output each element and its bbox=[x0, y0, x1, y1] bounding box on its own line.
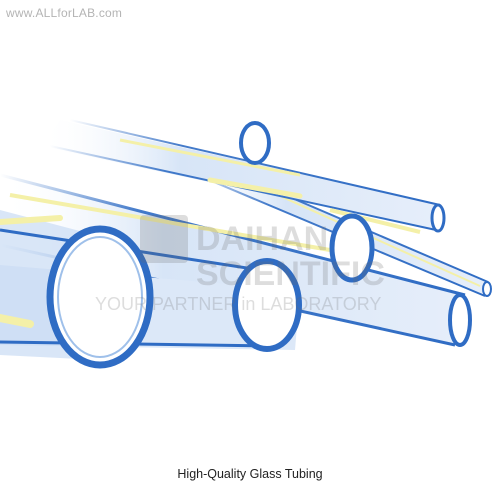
rod-end-icon bbox=[482, 281, 492, 297]
large-tube-end-icon bbox=[46, 225, 154, 369]
brand-logo-icon bbox=[140, 215, 188, 263]
product-caption: High-Quality Glass Tubing bbox=[177, 467, 323, 481]
medium-tube-end-icon bbox=[329, 213, 375, 283]
brand-logo-word-2: SCIENTIFIC bbox=[196, 255, 385, 293]
small-glass-tube bbox=[40, 119, 446, 233]
brand-logo: DAIHAN SCIENTIFIC YOUR PARTNER in LABORA… bbox=[95, 215, 385, 314]
tube-end-ring-icon bbox=[232, 258, 302, 352]
large-glass-tube bbox=[0, 210, 302, 369]
small-tube-end-icon bbox=[239, 121, 271, 165]
brand-logo-word-1: DAIHAN bbox=[196, 220, 328, 258]
site-watermark: www.ALLforLAB.com bbox=[6, 6, 123, 20]
brand-tagline: YOUR PARTNER in LABORATORY bbox=[95, 294, 381, 314]
